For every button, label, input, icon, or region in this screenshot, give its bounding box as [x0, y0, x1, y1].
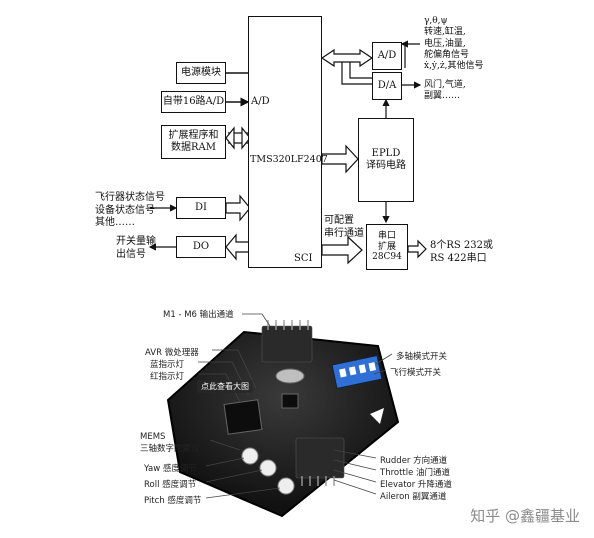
ext-program-block: 扩展程序和 数据RAM [161, 125, 226, 159]
label-m1m6: M1 - M6 输出通道 [163, 310, 234, 320]
switch-output-text: 开关量输 出信号 [116, 236, 156, 261]
watermark: 知乎 @鑫疆基业 [470, 507, 580, 525]
sensor-line1: γ,θ,ψ [424, 16, 448, 26]
label-throttle: Throttle 油门通道 [380, 468, 451, 478]
cpu-label: TMS320LF2407 [250, 154, 328, 165]
cpu-block [248, 16, 322, 268]
flight-status-line3: 其他…… [95, 217, 135, 228]
epld-block: EPLD 译码电路 [358, 118, 414, 202]
label-avr: AVR 微处理器 [145, 348, 199, 358]
sensor-text: γ,θ,ψ 转速,缸温, 电压,油量, 舵偏角信号 ẋ,ẏ,ż,其他信号 [424, 16, 484, 72]
label-yaw: Yaw 感度调节 [144, 464, 197, 474]
label-mems-line1: MEMS [140, 432, 166, 442]
label-flight-mode: 飞行模式开关 [390, 368, 442, 378]
label-elevator: Elevator 升降通道 [380, 480, 452, 490]
block-diagram: A/D TMS320LF2407 SCI 电源模块 自带16路A/D 扩展程序和… [95, 16, 494, 270]
label-mems-line2: 三轴数字陀螺仪 [140, 444, 200, 454]
wind-text: 风门,气道, 副翼…… [424, 80, 466, 103]
cpu-port-ad: A/D [251, 96, 270, 107]
ad-block: A/D [372, 42, 402, 70]
switch-out-line1: 开关量输 [116, 236, 156, 247]
serial-expand-block: 串口 扩展 28C94 [366, 224, 408, 270]
diagram-wires [148, 40, 427, 265]
flight-status-text: 飞行器状态信号 设备状态信号 其他…… [95, 192, 165, 230]
serial-line1: 串口 [377, 230, 396, 241]
sensor-line2: 转速,缸温, [424, 27, 466, 38]
label-mode-switch: 多轴模式开关 [396, 352, 448, 362]
epld-line1: EPLD [371, 148, 401, 159]
serial-line2: 扩展 [377, 241, 396, 252]
rs-line1: 8个RS 232或 [430, 240, 494, 251]
label-blue-led: 蓝指示灯 [150, 360, 185, 370]
di-block: DI [176, 197, 226, 219]
separator [0, 270, 594, 290]
view-large-image-tag[interactable]: 点此查看大图 [197, 380, 253, 393]
switch-out-line2: 出信号 [116, 248, 146, 260]
label-red-led: 红指示灯 [150, 372, 185, 382]
sensor-line4: 舵偏角信号 [424, 49, 470, 60]
flight-status-line2: 设备状态信号 [95, 204, 155, 216]
rs-line2: RS 422串口 [430, 252, 487, 264]
ext-program-line2: 数据RAM [171, 142, 216, 153]
flight-status-line1: 飞行器状态信号 [95, 192, 165, 203]
label-pitch: Pitch 感度调节 [144, 496, 202, 506]
config-line2: 串行通道 [324, 227, 364, 239]
power-module-block: 电源模块 [176, 62, 226, 84]
label-rudder: Rudder 方向通道 [380, 456, 448, 466]
ext-program-line1: 扩展程序和 [168, 130, 219, 141]
label-roll: Roll 感度调节 [144, 480, 197, 490]
wind-line2: 副翼…… [424, 91, 461, 102]
board-illustration [166, 313, 400, 518]
epld-line2: 译码电路 [366, 160, 406, 171]
wind-line1: 风门,气道, [424, 80, 466, 90]
cpu-port-sci: SCI [294, 253, 313, 264]
label-mems: MEMS 三轴数字陀螺仪 [140, 432, 200, 454]
board-photo: M1 - M6 输出通道 AVR 微处理器 蓝指示灯 红指示灯 MEMS 三轴数… [0, 290, 594, 538]
serial-line3: 28C94 [372, 252, 402, 263]
do-block: DO [176, 236, 226, 258]
self-ad-block: 自带16路A/D [161, 91, 226, 113]
label-aileron: Aileron 副翼通道 [380, 492, 447, 502]
sensor-line5: ẋ,ẏ,ż,其他信号 [424, 61, 484, 71]
config-serial-text: 可配置 串行通道 [324, 215, 364, 240]
da-block: D/A [372, 72, 402, 100]
sensor-line3: 电压,油量, [424, 38, 466, 49]
config-line1: 可配置 [324, 215, 354, 226]
rs-ports-text: 8个RS 232或 RS 422串口 [430, 240, 493, 265]
